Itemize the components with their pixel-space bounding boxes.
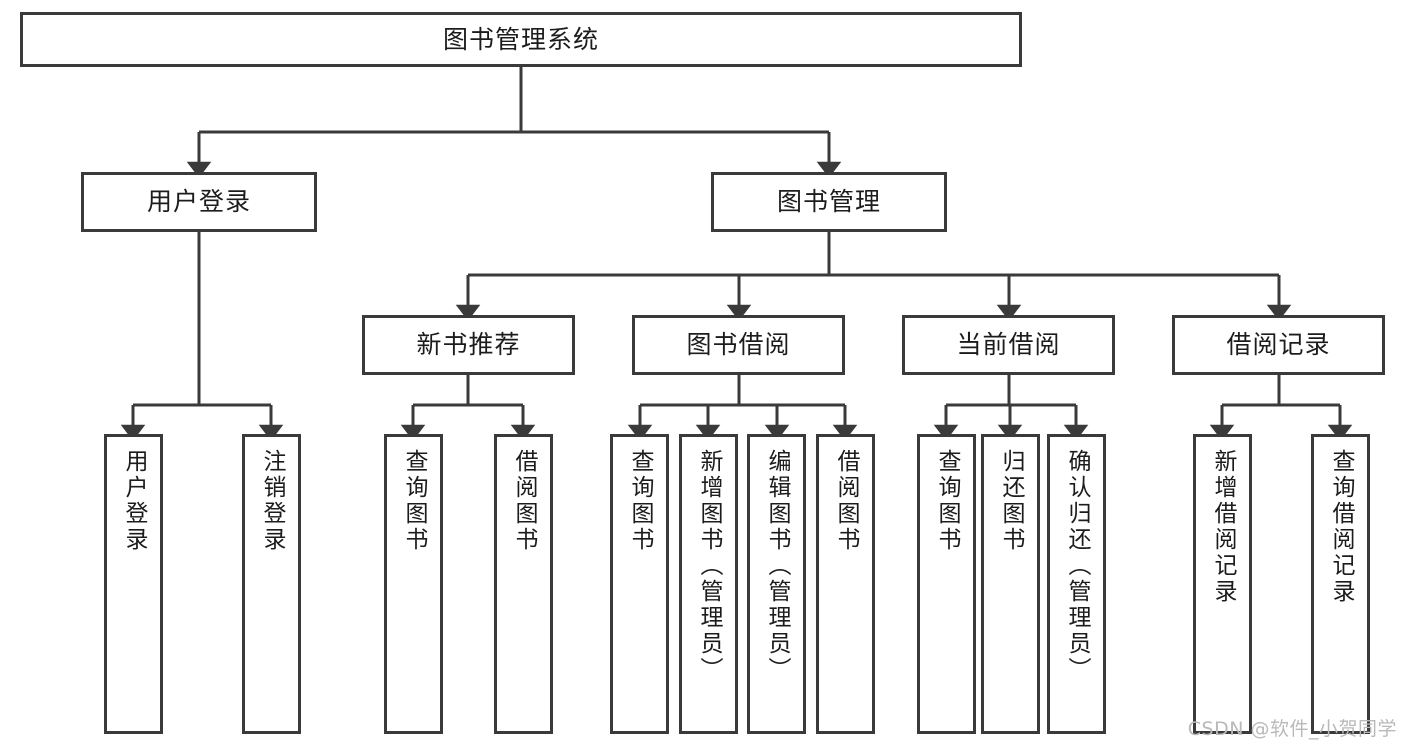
node-leaf-query-book-2[interactable]: 查询图书 (610, 434, 669, 734)
node-leaf-add-book[interactable]: 新增图书（管理员） (679, 434, 738, 734)
node-leaf-confirm-return[interactable]: 确认归还（管理员） (1047, 434, 1106, 734)
node-leaf-logout-login[interactable]: 注销登录 (242, 434, 301, 734)
node-leaf-borrow-book-1-label: 借阅图书 (511, 449, 537, 553)
node-leaf-borrow-book-1[interactable]: 借阅图书 (494, 434, 553, 734)
node-leaf-query-record[interactable]: 查询借阅记录 (1311, 434, 1370, 734)
csdn-watermark: CSDN @软件_小贺同学 (1187, 718, 1397, 740)
node-borrow-record[interactable]: 借阅记录 (1172, 315, 1385, 375)
node-leaf-query-book-3[interactable]: 查询图书 (917, 434, 976, 734)
node-root[interactable]: 图书管理系统 (20, 12, 1022, 67)
node-book-manage-label: 图书管理 (776, 187, 881, 217)
node-current-borrow-label: 当前借阅 (956, 330, 1061, 360)
node-leaf-borrow-book-2-label: 借阅图书 (833, 449, 859, 553)
node-leaf-query-book-3-label: 查询图书 (934, 449, 960, 553)
node-leaf-query-record-label: 查询借阅记录 (1328, 449, 1354, 605)
node-user-login[interactable]: 用户登录 (81, 172, 317, 232)
node-new-book-recommend-label: 新书推荐 (416, 330, 521, 360)
node-leaf-add-book-label: 新增图书（管理员） (696, 449, 722, 683)
node-leaf-query-book-2-label: 查询图书 (627, 449, 653, 553)
node-leaf-edit-book-label: 编辑图书（管理员） (764, 449, 790, 683)
node-leaf-edit-book[interactable]: 编辑图书（管理员） (747, 434, 806, 734)
node-new-book-recommend[interactable]: 新书推荐 (362, 315, 575, 375)
node-user-login-label: 用户登录 (146, 187, 251, 217)
node-book-borrow[interactable]: 图书借阅 (632, 315, 845, 375)
node-book-borrow-label: 图书借阅 (686, 330, 791, 360)
node-borrow-record-label: 借阅记录 (1226, 330, 1331, 360)
node-current-borrow[interactable]: 当前借阅 (902, 315, 1115, 375)
node-leaf-logout-login-label: 注销登录 (259, 449, 285, 553)
node-root-label: 图书管理系统 (442, 24, 599, 54)
node-leaf-borrow-book-2[interactable]: 借阅图书 (816, 434, 875, 734)
node-leaf-query-book-1-label: 查询图书 (401, 449, 427, 553)
node-leaf-user-login-label: 用户登录 (121, 449, 147, 553)
node-leaf-confirm-return-label: 确认归还（管理员） (1064, 449, 1090, 683)
node-leaf-user-login[interactable]: 用户登录 (104, 434, 163, 734)
node-book-manage[interactable]: 图书管理 (711, 172, 947, 232)
node-leaf-return-book[interactable]: 归还图书 (981, 434, 1040, 734)
node-leaf-return-book-label: 归还图书 (998, 449, 1024, 553)
node-leaf-add-record-label: 新增借阅记录 (1210, 449, 1236, 605)
node-leaf-add-record[interactable]: 新增借阅记录 (1193, 434, 1252, 734)
node-leaf-query-book-1[interactable]: 查询图书 (384, 434, 443, 734)
